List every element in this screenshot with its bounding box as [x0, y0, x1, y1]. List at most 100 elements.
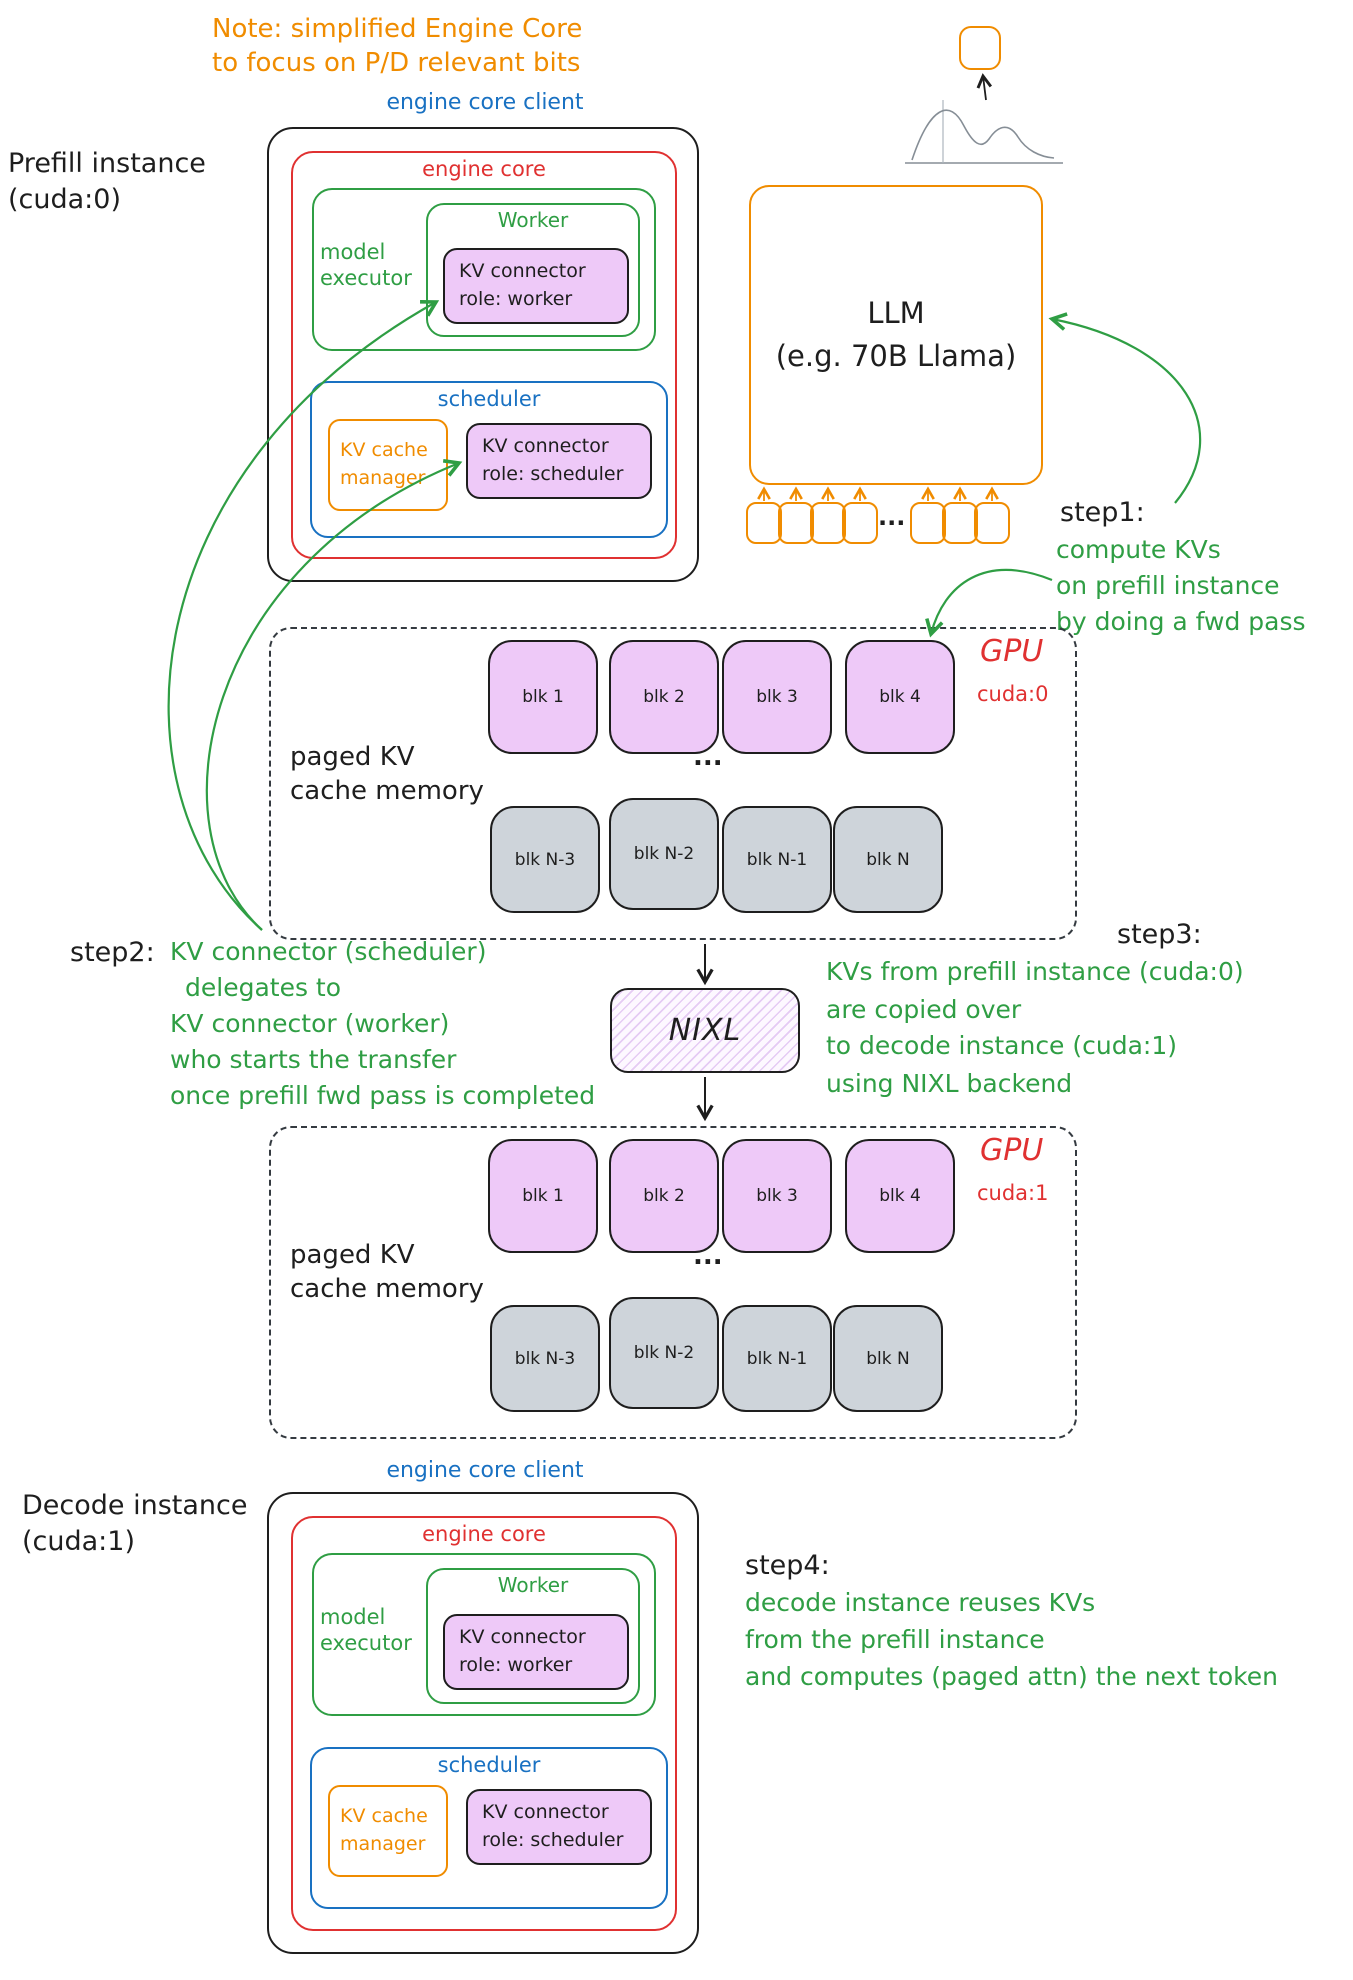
token-box [842, 502, 878, 544]
token-box [974, 502, 1010, 544]
prefill-instance-title-line1: Prefill instance [8, 148, 206, 179]
gpu1-blocks-ellipsis: ... [693, 1241, 723, 1271]
token-box [778, 502, 814, 544]
step4-text-line: from the prefill instance [745, 1625, 1045, 1654]
kv-block: blk 3 [722, 1139, 832, 1253]
prefill-model-executor-label-line1: model [320, 240, 386, 264]
decode-kv-connector-worker-line2: role: worker [459, 1654, 573, 1676]
kv-block-label: blk N-3 [514, 849, 576, 870]
kv-block-label: blk 2 [643, 687, 685, 707]
kv-block-label: blk N-3 [514, 1348, 576, 1369]
kv-block-label: blk N-2 [633, 1343, 695, 1363]
kv-block-label: blk 2 [643, 1186, 685, 1206]
kv-block: blk 4 [845, 1139, 955, 1253]
step4-text-line: and computes (paged attn) the next token [745, 1662, 1278, 1691]
gpu0-mem-label-line2: cache memory [290, 776, 484, 806]
decode-model-executor-label-line1: model [320, 1605, 386, 1629]
step4-text-line: decode instance reuses KVs [745, 1588, 1096, 1617]
token-probability-chart [905, 100, 1063, 164]
nixl-box: NIXL [610, 988, 800, 1073]
kv-block-label: blk N-2 [633, 844, 695, 864]
decode-kv-connector-scheduler-line1: KV connector [482, 1801, 609, 1824]
kv-block: blk N-2 [609, 798, 719, 910]
token-ellipsis: ... [878, 503, 906, 531]
kv-block-label: blk N [866, 849, 910, 870]
llm-label-line2: (e.g. 70B Llama) [775, 339, 1017, 373]
gpu1-mem-label-line2: cache memory [290, 1274, 484, 1304]
arrow-step1-to-kv-block [925, 569, 1053, 638]
step2-text-line: delegates to [185, 973, 342, 1002]
kv-block-label: blk 1 [522, 687, 564, 707]
prefill-kv-cache-manager-box: KV cache manager [328, 419, 448, 511]
decode-engine-core-box [291, 1516, 677, 1931]
prefill-model-executor-label-line2: executor [320, 266, 412, 290]
kv-block-label: blk N-1 [746, 849, 808, 870]
prefill-kv-connector-worker-box: KV connector role: worker [443, 248, 629, 324]
kv-block: blk N-2 [609, 1297, 719, 1409]
decode-kv-connector-scheduler-box: KV connector role: scheduler [466, 1789, 652, 1865]
step2-text-line: once prefill fwd pass is completed [170, 1081, 596, 1110]
step3-text-line: using NIXL backend [826, 1069, 1073, 1098]
token-box [942, 502, 978, 544]
kv-block-label: blk N-1 [746, 1348, 808, 1369]
token-box [910, 502, 946, 544]
step3-label: step3: [1117, 919, 1202, 950]
kv-block-label: blk 1 [522, 1186, 564, 1206]
kv-block-label: blk 4 [879, 1186, 921, 1206]
arrow-step1-to-llm [1048, 312, 1202, 504]
decode-instance-title-line2: (cuda:1) [22, 1526, 135, 1557]
llm-box: LLM (e.g. 70B Llama) [749, 185, 1043, 485]
decode-kv-cache-manager-box: KV cache manager [328, 1785, 448, 1877]
step2-text-line: KV connector (scheduler) [170, 937, 487, 966]
gpu0-cuda-label: cuda:0 [977, 682, 1049, 706]
prefill-worker-box [426, 203, 640, 337]
prefill-instance-title-line2: (cuda:0) [8, 184, 121, 215]
step1-label: step1: [1060, 497, 1145, 528]
decode-engine-core-label: engine core [422, 1522, 546, 1546]
llm-label-line1: LLM [867, 295, 925, 330]
decode-scheduler-box [310, 1747, 668, 1909]
sampled-token-box [959, 26, 1001, 70]
kv-block: blk 3 [722, 640, 832, 754]
kv-block: blk N [833, 1305, 943, 1412]
step4-label: step4: [745, 1550, 830, 1581]
step1-text-line: by doing a fwd pass [1056, 607, 1306, 636]
decode-worker-box [426, 1568, 640, 1704]
kv-block-label: blk 4 [879, 687, 921, 707]
prefill-worker-label: Worker [497, 208, 569, 232]
kv-block-label: blk 3 [756, 687, 798, 707]
prefill-engine-core-client-label: engine core client [386, 90, 584, 115]
arrow-chart-to-sampled-token [976, 73, 993, 101]
gpu1-mem-label-line1: paged KV [290, 1240, 415, 1270]
prefill-kv-connector-scheduler-line1: KV connector [482, 435, 609, 458]
prefill-engine-core-label: engine core [422, 157, 546, 181]
decode-model-executor-label-line2: executor [320, 1631, 412, 1655]
decode-kv-connector-scheduler-line2: role: scheduler [482, 1829, 624, 1851]
gpu1-cuda-label: cuda:1 [977, 1181, 1049, 1205]
step3-text-line: are copied over [826, 995, 1022, 1024]
kv-block: blk 2 [609, 1139, 719, 1253]
prefill-scheduler-label: scheduler [437, 387, 541, 411]
token-box [810, 502, 846, 544]
decode-kv-connector-worker-line1: KV connector [459, 1626, 586, 1649]
prefill-kv-cache-manager-line2: manager [340, 467, 426, 489]
kv-block: blk 2 [609, 640, 719, 754]
step3-text-line: to decode instance (cuda:1) [826, 1031, 1178, 1060]
decode-instance-title-line1: Decode instance [22, 1490, 248, 1521]
step1-text-line: compute KVs [1056, 535, 1221, 564]
gpu1-gpu-label: GPU [980, 1133, 1044, 1168]
decode-kv-connector-worker-box: KV connector role: worker [443, 1614, 629, 1690]
kv-block: blk 1 [488, 640, 598, 754]
note-line2: to focus on P/D relevant bits [212, 48, 581, 78]
decode-model-executor-box [312, 1553, 656, 1716]
prefill-kv-connector-worker-line2: role: worker [459, 288, 573, 310]
kv-block: blk N-1 [722, 806, 832, 913]
nixl-label: NIXL [668, 1013, 742, 1048]
decode-kv-cache-manager-line2: manager [340, 1833, 426, 1855]
gpu1-paged-kv-cache-box [269, 1126, 1077, 1439]
prefill-kv-cache-manager-line1: KV cache [340, 439, 428, 462]
decode-engine-core-client-label: engine core client [386, 1458, 584, 1483]
step2-label: step2: [70, 937, 155, 968]
prefill-kv-connector-scheduler-line2: role: scheduler [482, 463, 624, 485]
gpu0-blocks-ellipsis: ... [693, 742, 723, 772]
